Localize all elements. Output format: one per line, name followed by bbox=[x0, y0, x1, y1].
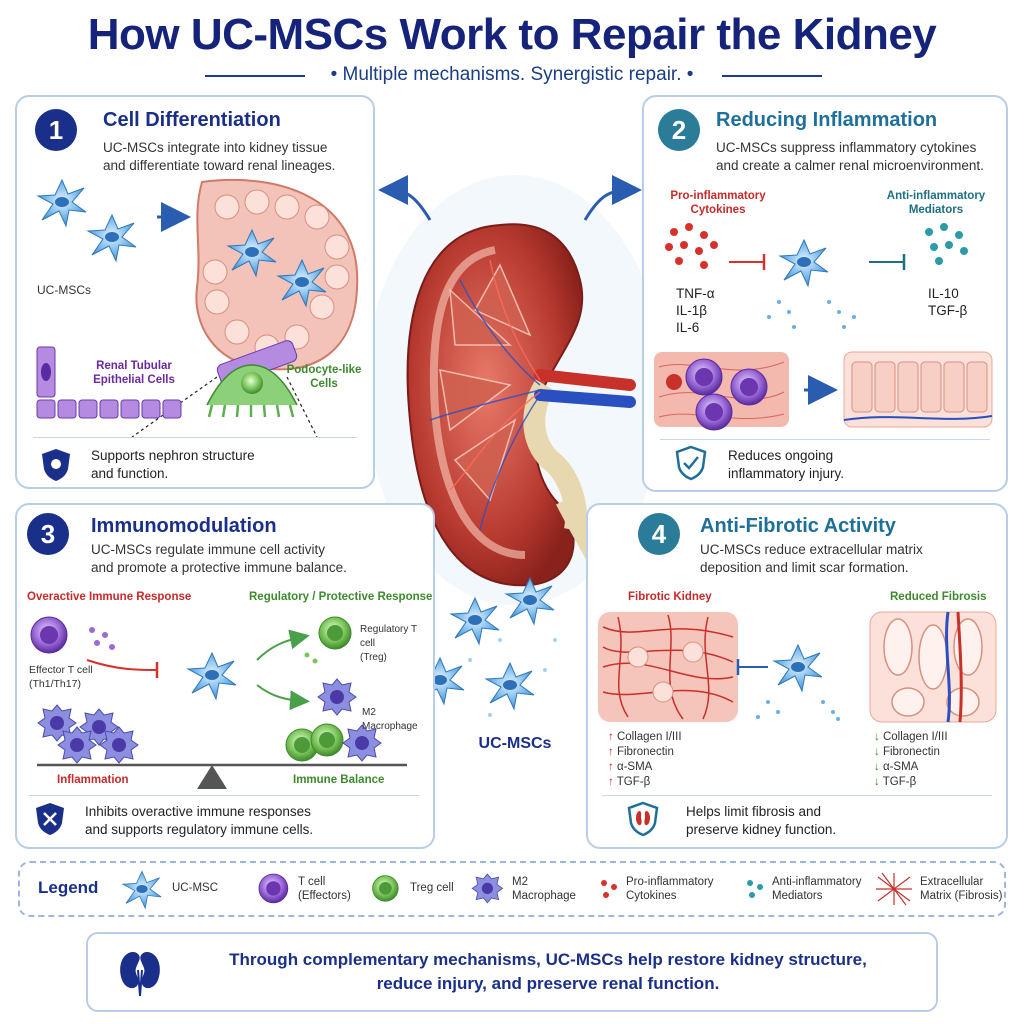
panel-2-number: 2 bbox=[658, 109, 700, 151]
panel-1-illustration bbox=[37, 178, 359, 438]
tubular-cells-illustration bbox=[36, 346, 182, 419]
panel-4-illustration bbox=[598, 611, 997, 723]
panel-3-regulatory-label: Regulatory / Protective Response bbox=[249, 591, 433, 603]
legend-item-tcell: T cell(Effectors) bbox=[298, 876, 351, 902]
panel-3-treg-label: Regulatory T cell (Treg) bbox=[360, 624, 417, 663]
up-arrow-icon: ↑ bbox=[608, 761, 614, 773]
panel-4-fibrotic-label: Fibrotic Kidney bbox=[628, 591, 712, 603]
panel-4-reduced-label: Reduced Fibrosis bbox=[890, 591, 987, 603]
panel-4-footer: Helps limit fibrosis and preserve kidney… bbox=[686, 804, 837, 837]
down-arrow-icon: ↓ bbox=[874, 746, 880, 758]
panel-3-effector-label: Effector T cell (Th1/Th17) bbox=[29, 664, 93, 690]
panel-4-divider bbox=[602, 795, 992, 796]
panel-1-desc: UC-MSCs integrate into kidney tissue and… bbox=[103, 140, 336, 173]
panel-4-decrease-list: ↓ Collagen I/III ↓ Fibronectin ↓ α-SMA ↓… bbox=[874, 731, 948, 788]
panel-3-inflammation-label: Inflammation bbox=[57, 774, 129, 786]
panel-2-pro-label: Pro-inflammatory Cytokines bbox=[670, 190, 766, 216]
panel-immunomodulation: 3 Immunomodulation UC-MSCs regulate immu… bbox=[15, 503, 435, 849]
panel-1-divider bbox=[33, 437, 357, 438]
podocyte-illustration bbox=[206, 364, 298, 418]
panel-3-title: Immunomodulation bbox=[91, 515, 277, 537]
legend: Legend UC-MSC T cell(Effectors) Treg cel… bbox=[18, 861, 1006, 917]
panel-2-anti-list: IL-10 TGF-β bbox=[928, 286, 968, 318]
shield-icon bbox=[42, 449, 70, 481]
panel-2-pro-list: TNF-α IL-1β IL-6 bbox=[676, 286, 715, 335]
center-mscs-label: UC-MSCs bbox=[478, 735, 552, 752]
kidney-icon bbox=[120, 952, 160, 997]
legend-item-msc: UC-MSC bbox=[172, 882, 218, 894]
legend-macrophage-icon bbox=[471, 873, 504, 904]
panel-cell-differentiation: 1 Cell Differentiation UC-MSCs integrate… bbox=[15, 95, 375, 489]
shield-kidney-icon bbox=[627, 801, 659, 837]
panel-2-illustration bbox=[665, 223, 968, 329]
up-arrow-icon: ↑ bbox=[608, 776, 614, 788]
panel-1-label-mscs: UC-MSCs bbox=[37, 283, 91, 297]
panel-1-label-tubular: Renal Tubular Epithelial Cells bbox=[93, 360, 175, 386]
panel-3-balance-label: Immune Balance bbox=[293, 774, 385, 786]
panel-3-divider bbox=[29, 795, 419, 796]
conclusion-text: Through complementary mechanisms, UC-MSC… bbox=[229, 950, 867, 993]
panel-3-m2-label: M2 Macrophage bbox=[362, 707, 418, 732]
up-arrow-icon: ↑ bbox=[608, 746, 614, 758]
tissue-before-after bbox=[654, 351, 993, 431]
page-title: How UC-MSCs Work to Repair the Kidney bbox=[87, 10, 937, 59]
shield-check-icon bbox=[675, 445, 707, 481]
panel-4-desc: UC-MSCs reduce extracellular matrix depo… bbox=[700, 542, 923, 575]
panel-4-increase-list: ↑ Collagen I/III ↑ Fibronectin ↑ α-SMA ↑… bbox=[608, 731, 682, 788]
legend-tcell-icon bbox=[258, 873, 289, 904]
center-kidney-illustration bbox=[365, 175, 665, 717]
subtitle: • Multiple mechanisms. Synergistic repai… bbox=[330, 64, 694, 85]
panel-2-desc: UC-MSCs suppress inflammatory cytokines … bbox=[716, 140, 984, 173]
down-arrow-icon: ↓ bbox=[874, 761, 880, 773]
shield-immune-icon bbox=[36, 803, 64, 835]
panel-1-label-podocyte: Podocyte-like Cells bbox=[286, 364, 362, 390]
panel-1-footer: Supports nephron structure and function. bbox=[91, 448, 255, 481]
panel-4-number: 4 bbox=[638, 513, 680, 555]
panel-2-title: Reducing Inflammation bbox=[716, 109, 938, 131]
panel-3-illustration bbox=[30, 616, 407, 789]
panel-2-anti-label: Anti-inflammatory Mediators bbox=[886, 190, 986, 216]
panel-3-number: 3 bbox=[27, 513, 69, 555]
down-arrow-icon: ↓ bbox=[874, 776, 880, 788]
panel-3-footer: Inhibits overactive immune responses and… bbox=[85, 804, 314, 837]
legend-title: Legend bbox=[38, 878, 99, 897]
legend-msc-icon bbox=[122, 871, 162, 909]
legend-pro-cytokine-icon bbox=[601, 880, 617, 898]
down-arrow-icon: ↓ bbox=[874, 731, 880, 743]
subtitle-row: • Multiple mechanisms. Synergistic repai… bbox=[0, 64, 1024, 88]
legend-treg-icon bbox=[372, 875, 399, 902]
renal-vein bbox=[534, 389, 636, 408]
subtitle-rule-left bbox=[205, 75, 305, 77]
renal-artery bbox=[534, 369, 636, 391]
legend-ecm-icon bbox=[876, 872, 912, 906]
up-arrow-icon: ↑ bbox=[608, 731, 614, 743]
panel-4-title: Anti-Fibrotic Activity bbox=[700, 515, 896, 537]
kidney-arrows bbox=[378, 175, 642, 221]
panel-1-title: Cell Differentiation bbox=[103, 109, 281, 131]
panel-3-overactive-label: Overactive Immune Response bbox=[27, 591, 192, 603]
panel-1-number: 1 bbox=[35, 109, 77, 151]
panel-anti-fibrotic-activity: 4 Anti-Fibrotic Activity UC-MSCs reduce … bbox=[586, 503, 1008, 849]
panel-reducing-inflammation: 2 Reducing Inflammation UC-MSCs suppress… bbox=[642, 95, 1008, 492]
conclusion-box: Through complementary mechanisms, UC-MSC… bbox=[86, 932, 938, 1012]
legend-item-treg: Treg cell bbox=[410, 882, 454, 894]
legend-anti-mediator-icon bbox=[747, 880, 763, 898]
subtitle-rule-right bbox=[722, 75, 822, 77]
panel-3-desc: UC-MSCs regulate immune cell activity an… bbox=[91, 542, 347, 575]
panel-2-footer: Reduces ongoing inflammatory injury. bbox=[728, 448, 845, 481]
panel-2-divider bbox=[660, 439, 990, 440]
